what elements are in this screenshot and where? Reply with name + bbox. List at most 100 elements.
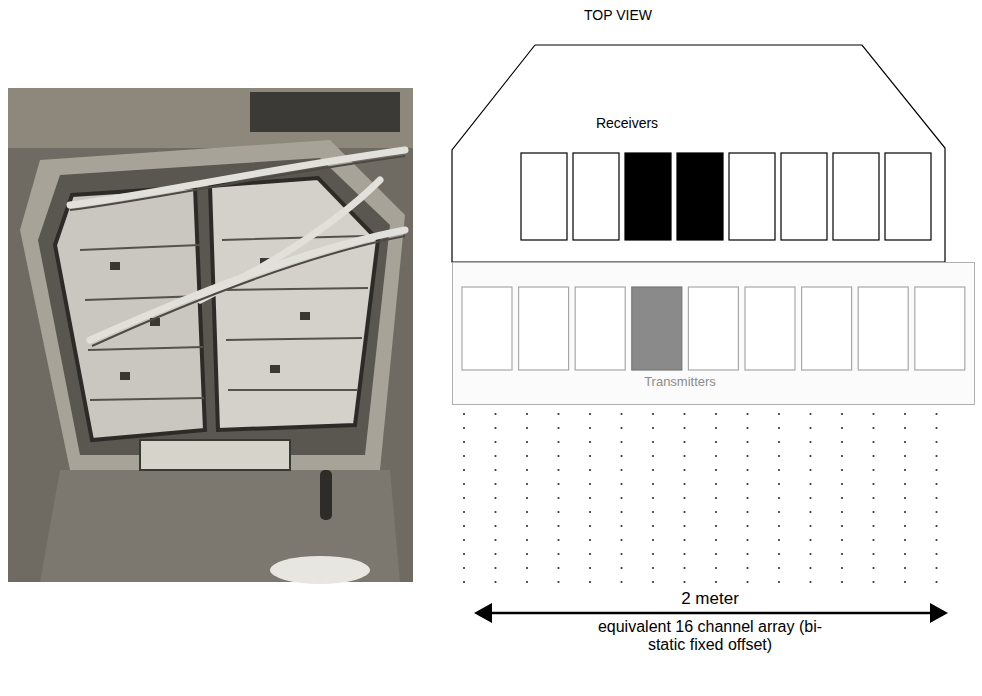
sample-dot [494,441,496,443]
sample-dot [494,567,496,569]
sample-dot [526,511,528,513]
sample-dot [746,553,748,555]
sample-dot [778,553,780,555]
antenna-element [915,287,965,370]
antenna-element [745,287,795,370]
node-label: Receivers [596,115,658,131]
sample-dot [683,413,685,415]
sample-dot [463,455,465,457]
sample-dot [494,427,496,429]
antenna-element [833,153,879,240]
sample-dot [715,497,717,499]
antenna-element [521,153,567,240]
sample-dot-grid [463,413,938,583]
antenna-element [688,287,738,370]
sample-dot [620,539,622,541]
sample-dot [904,413,906,415]
sample-dot [557,511,559,513]
sample-dot [715,483,717,485]
antenna-element [625,153,671,240]
sample-dot [683,553,685,555]
sample-dot [557,469,559,471]
sample-dot [872,581,874,583]
sample-dot [683,539,685,541]
sample-dot [841,427,843,429]
sample-dot [746,539,748,541]
sample-dot [778,413,780,415]
sample-dot [526,539,528,541]
sample-dot [652,441,654,443]
sample-dot [557,539,559,541]
antenna-element [802,287,852,370]
sample-dot [526,553,528,555]
sample-dot [904,511,906,513]
sample-dot [841,511,843,513]
sample-dot [715,427,717,429]
sample-dot [683,525,685,527]
sample-dot [809,483,811,485]
sample-dot [557,581,559,583]
sample-dot [778,455,780,457]
sample-dot [494,511,496,513]
sample-dot [715,567,717,569]
sample-dot [841,539,843,541]
receiver-housing: Receivers [452,45,945,262]
sample-dot [872,553,874,555]
sample-dot [841,497,843,499]
sample-dot [463,525,465,527]
sample-dot [683,581,685,583]
sample-dot [557,413,559,415]
sample-dot [494,469,496,471]
sample-dot [715,581,717,583]
sample-dot [809,455,811,457]
sample-dot [620,455,622,457]
sample-dot [904,441,906,443]
diagram-title: TOP VIEW [584,7,652,23]
sample-dot [494,413,496,415]
sample-dot [463,539,465,541]
sample-dot [715,525,717,527]
sample-dot [589,469,591,471]
sample-dot [463,511,465,513]
sample-dot [809,497,811,499]
sample-dot [620,567,622,569]
sample-dot [589,483,591,485]
sample-dot [589,525,591,527]
sample-dot [589,539,591,541]
sample-dot [809,469,811,471]
sample-dot [463,469,465,471]
sample-dot [904,483,906,485]
sample-dot [715,539,717,541]
sample-dot [904,553,906,555]
sample-dot [589,511,591,513]
sample-dot [935,427,937,429]
sample-dot [904,455,906,457]
sample-dot [620,511,622,513]
sample-dot [809,525,811,527]
sample-dot [715,441,717,443]
sample-dot [746,413,748,415]
sample-dot [935,525,937,527]
antenna-element [573,153,619,240]
sample-dot [652,469,654,471]
sample-dot [589,441,591,443]
sample-dot [935,539,937,541]
sample-dot [841,525,843,527]
sample-dot [746,581,748,583]
sample-dot [935,413,937,415]
sample-dot [526,525,528,527]
sample-dot [746,441,748,443]
band-outline [453,263,975,405]
sample-dot [683,511,685,513]
sample-dot [778,581,780,583]
sample-dot [935,581,937,583]
sample-dot [841,553,843,555]
array-photo [8,88,413,584]
sample-dot [746,525,748,527]
sample-dot [746,427,748,429]
sample-dot [620,441,622,443]
sample-dot [904,567,906,569]
sample-dot [778,525,780,527]
sample-dot [715,553,717,555]
sample-dot [841,581,843,583]
